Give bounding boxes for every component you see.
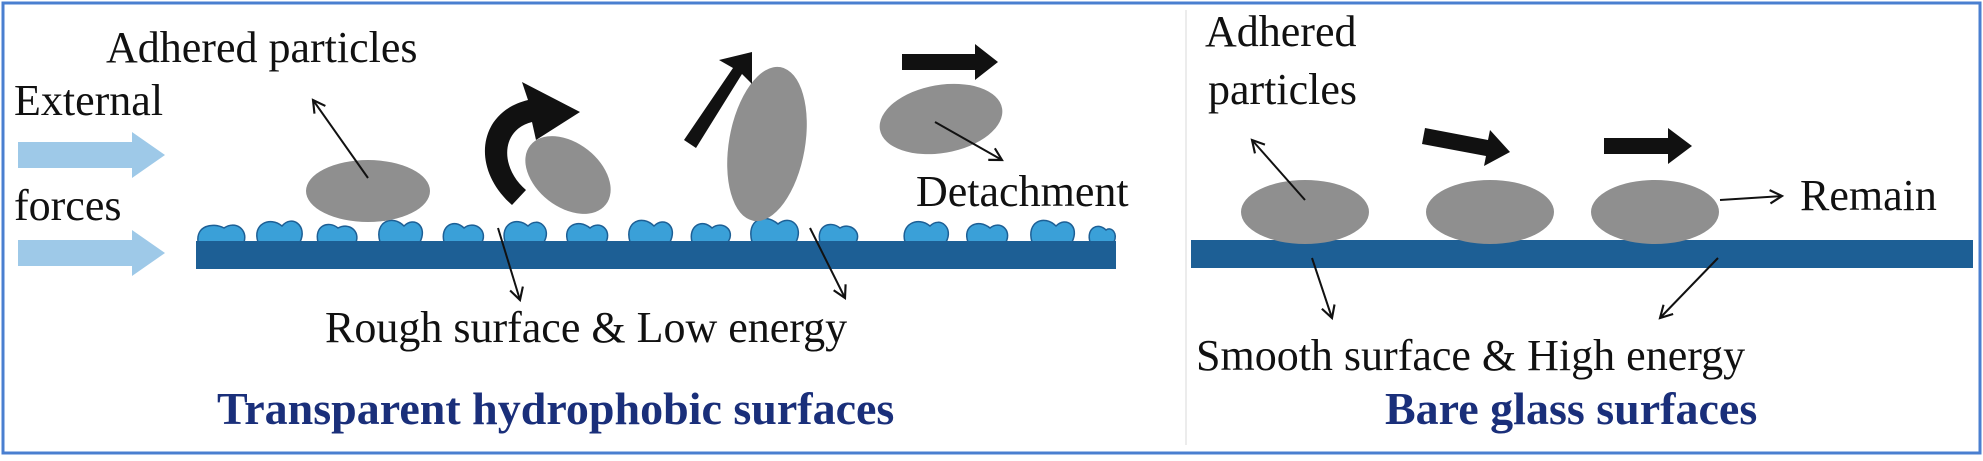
- force-arrow-bottom: [18, 230, 165, 276]
- push-arrow-icon: [902, 44, 998, 80]
- rough-substrate: [196, 241, 1116, 269]
- forces-label: forces: [14, 181, 122, 230]
- smooth-surface-label: Smooth surface & High energy: [1196, 331, 1745, 380]
- remain-label: Remain: [1800, 171, 1937, 220]
- rough-surface-bumps: [197, 217, 1117, 243]
- particle-rolling: [525, 136, 611, 214]
- right-panel: Adhered particles Remain Smooth surface …: [1191, 7, 1973, 434]
- left-caption: Transparent hydrophobic surfaces: [217, 383, 894, 434]
- surface-pointer-1: [497, 227, 524, 303]
- particle-right-1: [1241, 180, 1369, 244]
- smooth-substrate: [1191, 240, 1973, 268]
- external-force-arrows: [18, 132, 165, 276]
- particle-right-3: [1591, 180, 1719, 244]
- right-caption: Bare glass surfaces: [1385, 383, 1757, 434]
- adhered-pointer-right: [1250, 138, 1306, 201]
- smooth-pointer-2: [1658, 257, 1719, 320]
- lift-arrow-icon: [684, 52, 752, 148]
- detachment-pointer: [934, 121, 1004, 162]
- remain-pointer: [1719, 189, 1785, 205]
- force-arrow-top: [18, 132, 165, 178]
- particle-resting: [306, 160, 430, 222]
- particle-right-2: [1426, 180, 1554, 244]
- adhered-label-right-line1: Adhered: [1205, 7, 1357, 56]
- adhered-particles-label: Adhered particles: [106, 23, 418, 72]
- particle-detached: [879, 83, 1003, 155]
- left-panel: External forces: [14, 23, 1129, 434]
- adhered-label-right-line2: particles: [1208, 65, 1357, 114]
- adhered-pointer: [311, 98, 369, 179]
- detachment-label: Detachment: [916, 167, 1129, 216]
- particle-lifting: [727, 66, 807, 222]
- external-label: External: [14, 76, 163, 125]
- smooth-pointer-1: [1311, 257, 1336, 321]
- push-arrow-right-1-icon: [1422, 128, 1510, 166]
- rough-surface-label: Rough surface & Low energy: [325, 303, 847, 352]
- push-arrow-right-2-icon: [1604, 128, 1692, 164]
- rotation-arrow-icon: [484, 82, 580, 205]
- surface-pointer-2: [809, 227, 847, 300]
